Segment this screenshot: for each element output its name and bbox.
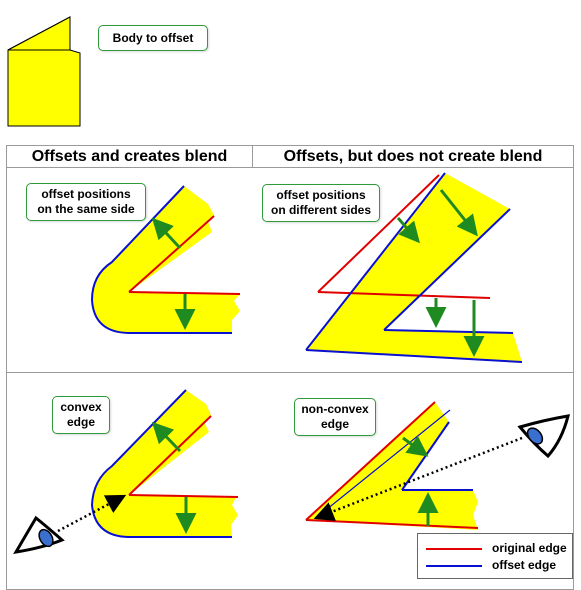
legend: original edge offset edge xyxy=(417,533,573,579)
eye-icon xyxy=(13,515,65,554)
original-edge xyxy=(128,215,215,293)
body-to-offset-label: Body to offset xyxy=(98,25,208,51)
offset-arrow xyxy=(396,217,420,244)
panel-d-non-convex xyxy=(305,401,571,530)
legend-original-swatch xyxy=(426,548,482,550)
legend-offset-swatch xyxy=(426,565,482,567)
body-to-offset-shape xyxy=(7,16,81,127)
panel-a-blend xyxy=(90,185,241,334)
legend-original-label: original edge xyxy=(492,541,567,555)
offset-arrow xyxy=(151,421,182,453)
panel-b-no-blend xyxy=(305,172,523,363)
legend-offset: offset edge xyxy=(426,558,571,572)
offset-edge xyxy=(90,389,232,538)
sight-line xyxy=(313,436,523,521)
offset-edge xyxy=(383,329,514,334)
header-left: Offsets and creates blend xyxy=(31,148,228,165)
original-edge xyxy=(317,291,491,299)
eye-icon xyxy=(517,414,571,459)
offset-edge xyxy=(305,172,446,351)
panel-c-convex xyxy=(13,389,239,554)
original-edge xyxy=(128,291,241,295)
offset-edge xyxy=(305,349,523,363)
original-edge xyxy=(128,415,212,496)
offset-edge xyxy=(383,208,511,331)
header-right: Offsets, but does not create blend xyxy=(283,148,543,165)
callout-different-sides: offset positions on different sides xyxy=(262,184,380,222)
callout-same-side: offset positions on the same side xyxy=(26,183,146,221)
original-edge xyxy=(317,174,440,293)
offset-arrow xyxy=(151,217,182,250)
offset-edge xyxy=(90,185,232,334)
offset-arrow xyxy=(439,189,478,237)
callout-convex: convex edge xyxy=(52,396,110,434)
offset-arrow xyxy=(402,435,429,457)
offset-edge xyxy=(315,409,451,519)
legend-offset-label: offset edge xyxy=(492,558,557,572)
callout-non-convex: non-convex edge xyxy=(294,398,376,436)
original-edge xyxy=(305,519,479,529)
original-edge xyxy=(128,494,239,498)
legend-original: original edge xyxy=(426,541,571,555)
original-edge xyxy=(305,401,436,521)
